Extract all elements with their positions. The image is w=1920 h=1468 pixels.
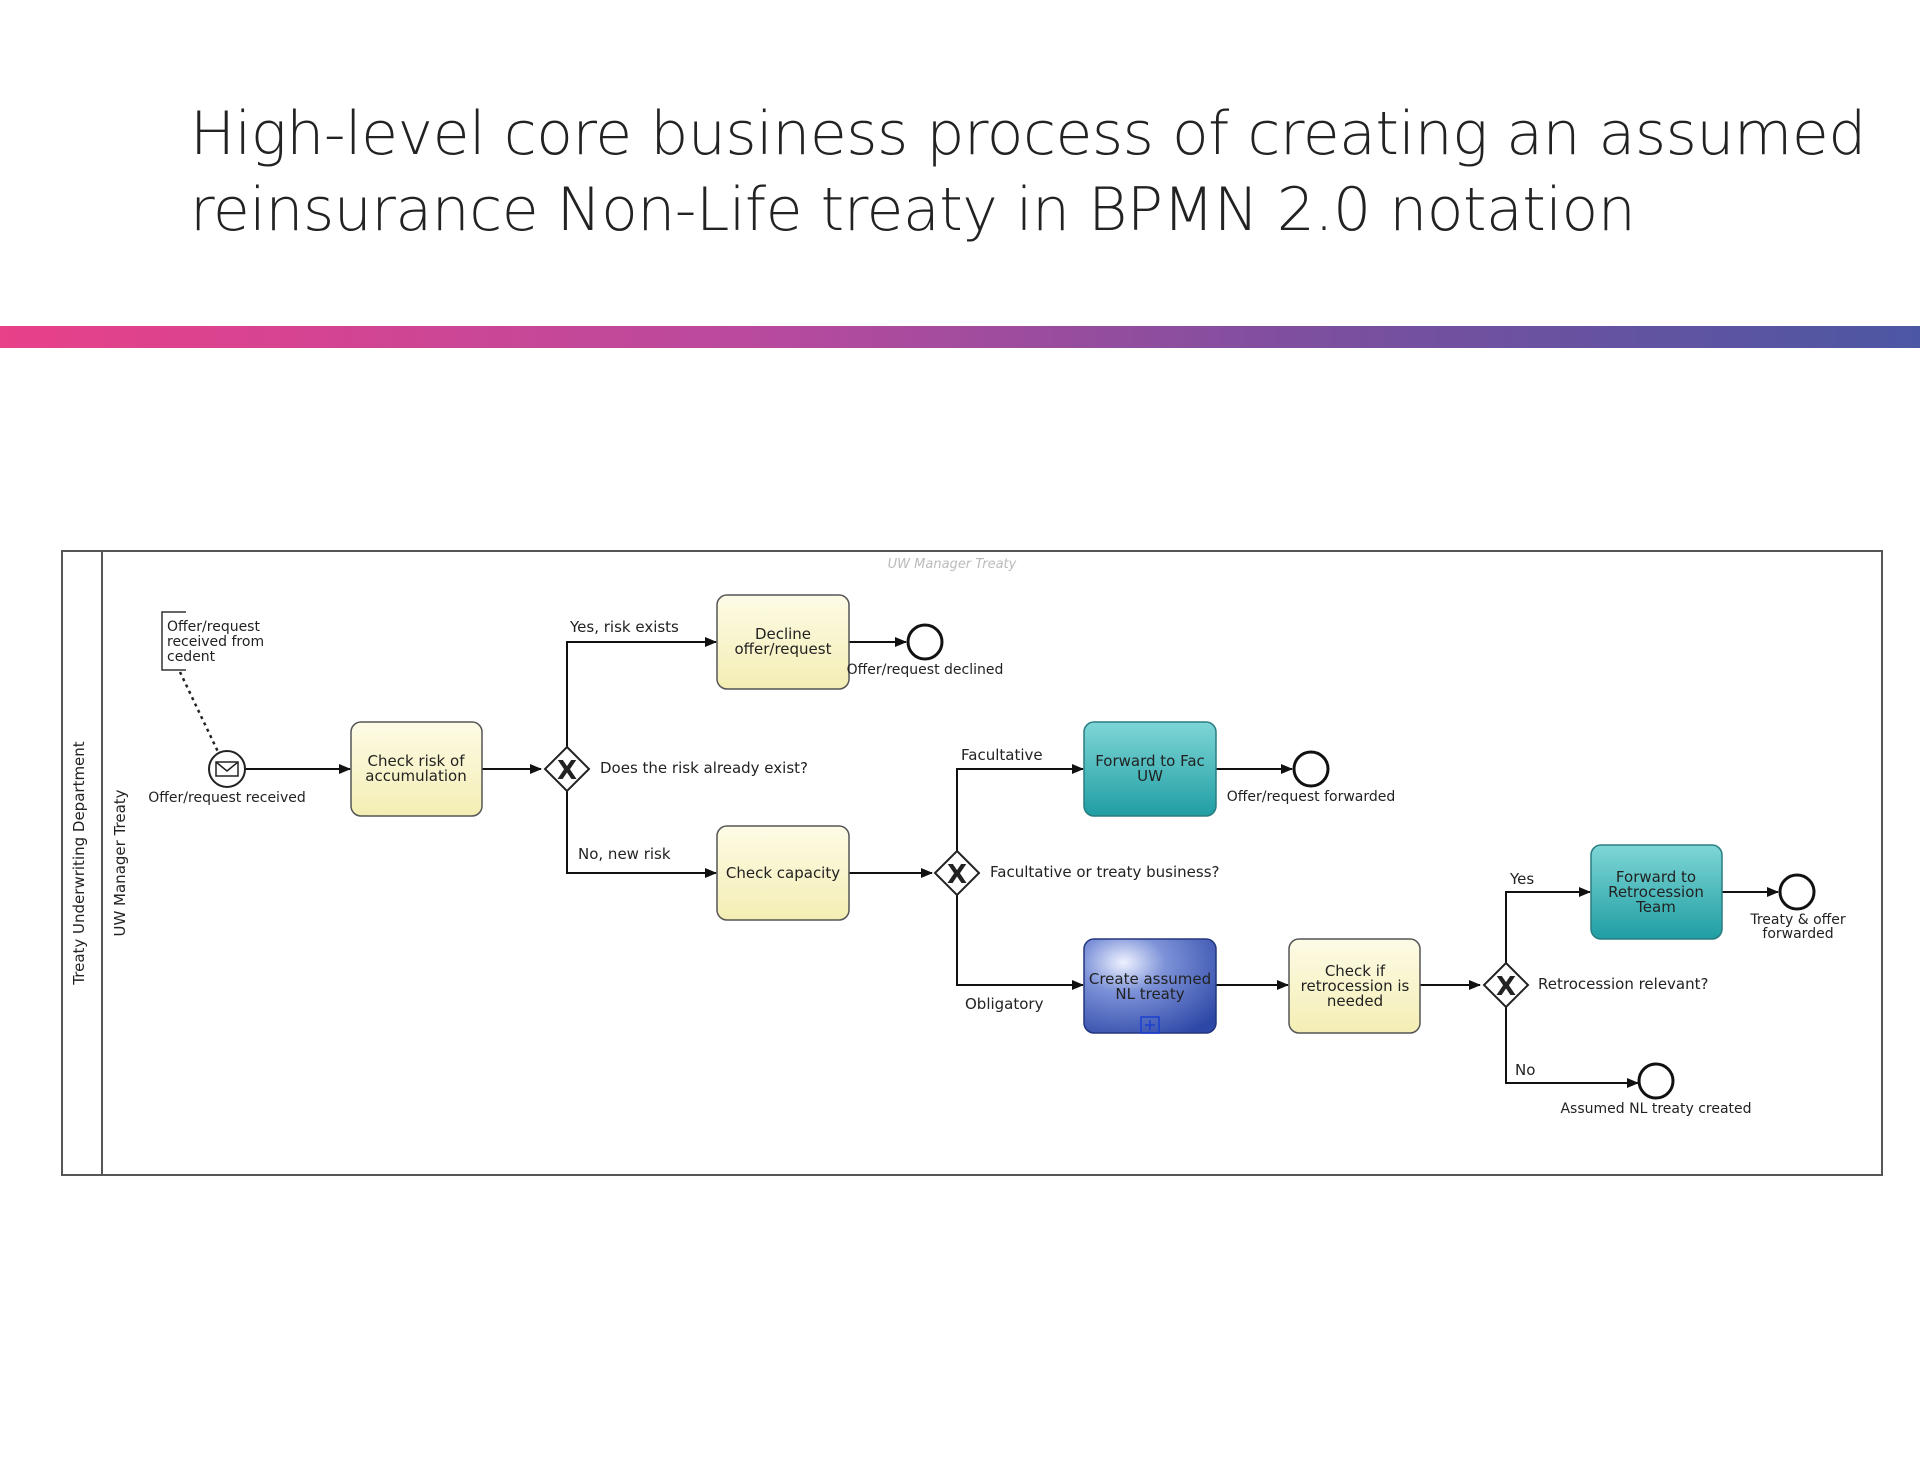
page-title-line-2: reinsurance Non-Life treaty in BPMN 2.0 … [190,175,1636,245]
subprocess-create-treaty[interactable]: Create assumed NL treaty [1083,938,1217,1034]
task-check-retrocession[interactable]: Check if retrocession is needed [1288,938,1421,1034]
lane-label: UW Manager Treaty [111,789,129,936]
gateway-marker: X [557,756,577,786]
end-event-forwarded-label: Offer/request forwarded [1227,789,1396,805]
start-event-label: Offer/request received [148,790,305,806]
end-event-declined: Offer/request declined [847,623,1004,678]
task-forward-fac-line-1: Forward to Fac [1095,752,1205,770]
end-event-declined-label: Offer/request declined [847,662,1004,678]
gateway-retro-relevant[interactable]: X Retrocession relevant? [1482,961,1708,1009]
task-check-risk[interactable]: Check risk of accumulation [350,721,483,817]
task-forward-retro-line-2: Retrocession [1608,883,1704,901]
expand-plus-icon[interactable] [1140,1016,1160,1034]
page-title: High-level core business process of crea… [190,96,1866,248]
gateway-fac-or-treaty-label: Facultative or treaty business? [990,863,1219,881]
task-decline[interactable]: Decline offer/request [716,594,850,690]
end-event-forwarded: Offer/request forwarded [1227,750,1396,805]
flow-label-no: No [1515,1061,1535,1079]
text-annotation: Offer/request received from cedent [161,611,264,757]
gateway-risk-exists-label: Does the risk already exist? [600,759,808,777]
annotation-line-3: cedent [167,649,216,665]
annotation-line-2: received from [167,634,264,650]
task-check-risk-line-1: Check risk of [368,752,466,770]
task-check-capacity-label: Check capacity [726,864,840,882]
flow-label-obligatory: Obligatory [965,995,1044,1013]
gateway-risk-exists[interactable]: X Does the risk already exist? [543,745,808,793]
pool: Treaty Underwriting Department UW Manage… [61,550,1883,1176]
task-forward-fac-uw[interactable]: Forward to Fac UW [1083,721,1217,817]
gateway-marker: X [947,860,967,890]
accent-gradient-bar [0,326,1920,348]
task-decline-line-1: Decline [755,625,811,643]
flow-label-facultative: Facultative [961,746,1043,764]
task-forward-retrocession[interactable]: Forward to Retrocession Team [1590,844,1723,940]
lane-watermark: UW Manager Treaty [888,557,1017,572]
end-event-treaty-created: Assumed NL treaty created [1560,1062,1752,1117]
task-check-retro-line-2: retrocession is [1301,977,1410,995]
annotation-line-1: Offer/request [167,619,260,635]
task-forward-fac-line-2: UW [1137,767,1163,785]
end-event-treaty-forwarded: Treaty & offer forwarded [1749,873,1846,942]
sequence-flows [245,637,1779,1088]
flow-label-no-new-risk: No, new risk [578,845,671,863]
task-check-capacity[interactable]: Check capacity [716,825,850,921]
end-event-treaty-forwarded-line-1: Treaty & offer [1749,912,1846,928]
task-check-retro-line-3: needed [1327,992,1383,1010]
start-event: Offer/request received [148,750,306,806]
subprocess-create-line-1: Create assumed [1089,970,1211,988]
pool-label: Treaty Underwriting Department [70,741,88,985]
task-forward-retro-line-1: Forward to [1616,868,1696,886]
task-decline-line-2: offer/request [735,640,832,658]
flow-label-yes-risk-exists: Yes, risk exists [569,618,679,636]
envelope-icon [215,761,239,777]
subprocess-create-line-2: NL treaty [1115,985,1184,1003]
flow-label-yes: Yes [1509,870,1534,888]
task-check-risk-line-2: accumulation [365,767,466,785]
end-event-treaty-forwarded-line-2: forwarded [1762,926,1833,942]
task-check-retro-line-1: Check if [1325,962,1386,980]
end-event-treaty-created-label: Assumed NL treaty created [1560,1101,1751,1117]
page-title-line-1: High-level core business process of crea… [190,99,1866,169]
gateway-retro-relevant-label: Retrocession relevant? [1538,975,1708,993]
gateway-fac-or-treaty[interactable]: X Facultative or treaty business? [933,849,1219,897]
task-forward-retro-line-3: Team [1635,898,1676,916]
gateway-marker: X [1496,972,1516,1002]
